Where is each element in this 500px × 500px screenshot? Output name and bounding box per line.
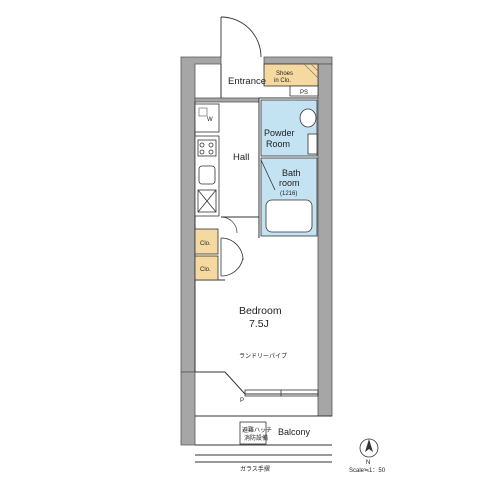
label-shoes-line1: Shoes xyxy=(276,71,293,77)
label-p-mark: P xyxy=(240,398,244,404)
bedroom-door xyxy=(220,237,244,277)
label-bath-line2: room xyxy=(279,178,300,188)
label-bedroom-size: 7.5J xyxy=(249,318,269,330)
label-fire-line1: 避難ハッチ xyxy=(242,426,272,434)
pipe-space xyxy=(289,85,319,97)
label-fire-line2: 消防設備 xyxy=(244,434,268,442)
closet-bottom xyxy=(194,255,219,281)
label-closet-top: Clo. xyxy=(200,241,211,247)
entrance-door xyxy=(220,16,262,58)
label-north: N xyxy=(366,460,370,466)
label-closet-bottom: Clo. xyxy=(200,267,211,273)
label-w: W xyxy=(207,117,213,123)
label-glass-rail: ガラス手摺 xyxy=(240,465,270,473)
hall-door xyxy=(220,216,238,234)
outer-walls xyxy=(180,56,333,446)
label-entrance: Entrance xyxy=(228,76,266,87)
kitchen-counter xyxy=(194,135,220,217)
washer-drain-icon xyxy=(198,107,208,117)
closet-top xyxy=(194,228,219,255)
north-compass-icon xyxy=(359,438,379,458)
label-bath-line1: Bath xyxy=(282,168,301,178)
inner-walls xyxy=(194,64,332,463)
balcony-window xyxy=(244,389,319,397)
label-powder-line2: Room xyxy=(266,139,290,149)
label-hall: Hall xyxy=(233,152,249,163)
label-scale: Scale≒1：50 xyxy=(349,468,386,474)
label-ps: PS xyxy=(300,90,308,96)
powder-room xyxy=(260,99,318,157)
label-bedroom: Bedroom xyxy=(239,305,282,317)
label-bath-size: (1216) xyxy=(280,191,297,197)
label-laundry-pipe: ランドリーパイプ xyxy=(239,353,287,360)
label-powder-line1: Powder xyxy=(264,128,295,138)
bathroom xyxy=(260,157,318,237)
shoes-closet-hatch xyxy=(303,63,319,79)
label-shoes-line2: in Clo. xyxy=(274,78,291,84)
fire-hatch-box xyxy=(239,421,267,445)
label-balcony: Balcony xyxy=(278,427,311,437)
